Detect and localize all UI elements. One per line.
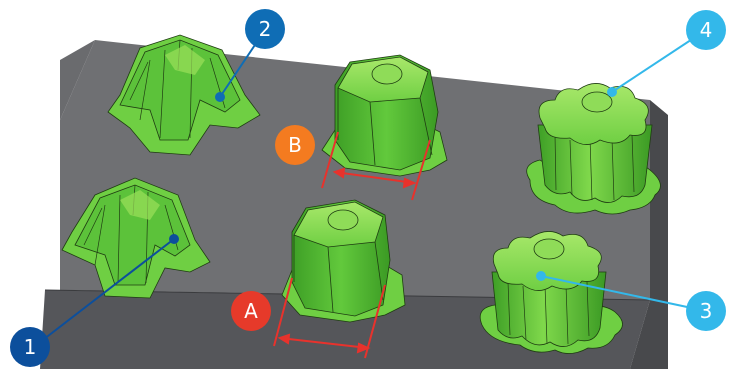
star-boss-4-top-circle [581, 91, 613, 113]
hex-boss-A-edges [293, 235, 384, 313]
ribbed-boss-2-highlight [165, 45, 205, 75]
callout-2-label: 2 [259, 17, 272, 41]
star-boss-4 [526, 83, 661, 215]
star-boss-3-body [491, 271, 607, 347]
dimension-B [321, 131, 431, 201]
ribbed-boss-2-body [119, 39, 241, 141]
callout-1: 1 [10, 327, 50, 367]
callout-4: 4 [686, 10, 726, 50]
star-boss-4-body [537, 124, 653, 203]
callout-4-label: 4 [700, 18, 713, 42]
star-boss-3-flutes [507, 281, 590, 345]
ribbed-boss-2 [107, 34, 261, 156]
callout-A-label: A [244, 299, 258, 323]
star-boss-3-top-circle [533, 238, 565, 260]
star-boss-4-flutes [554, 134, 635, 201]
callout-B-label: B [288, 133, 302, 157]
ribbed-boss-2-ribs [129, 39, 226, 139]
hex-boss-B-edges [337, 88, 433, 166]
star-boss-4-top [538, 83, 649, 145]
star-boss-3-top [492, 231, 602, 291]
hex-boss-B [321, 54, 448, 177]
callout-B: B [275, 125, 315, 165]
leader-dot-1 [169, 234, 179, 244]
ribbed-boss-1 [61, 177, 211, 299]
hex-boss-B-top-circle [371, 63, 403, 85]
ribbed-boss-1-highlight [120, 190, 160, 220]
ribbed-boss-1-body [74, 184, 191, 286]
callout-2: 2 [245, 9, 285, 49]
star-boss-3 [479, 231, 623, 354]
callout-A: A [231, 291, 271, 331]
ribbed-boss-1-ribs [83, 184, 179, 284]
hex-boss-A-top-circle [327, 209, 359, 231]
dimension-A [273, 277, 386, 359]
leader-dot-2 [215, 92, 225, 102]
block-top-face-far [60, 40, 95, 120]
callout-3-label: 3 [700, 299, 713, 323]
callout-3: 3 [686, 291, 726, 331]
leader-line-1 [34, 238, 175, 347]
leader-dot-4 [607, 87, 617, 97]
leader-dot-3 [536, 271, 546, 281]
hex-boss-A [281, 199, 406, 323]
callout-1-label: 1 [24, 335, 37, 359]
leader-line-3 [540, 275, 707, 312]
